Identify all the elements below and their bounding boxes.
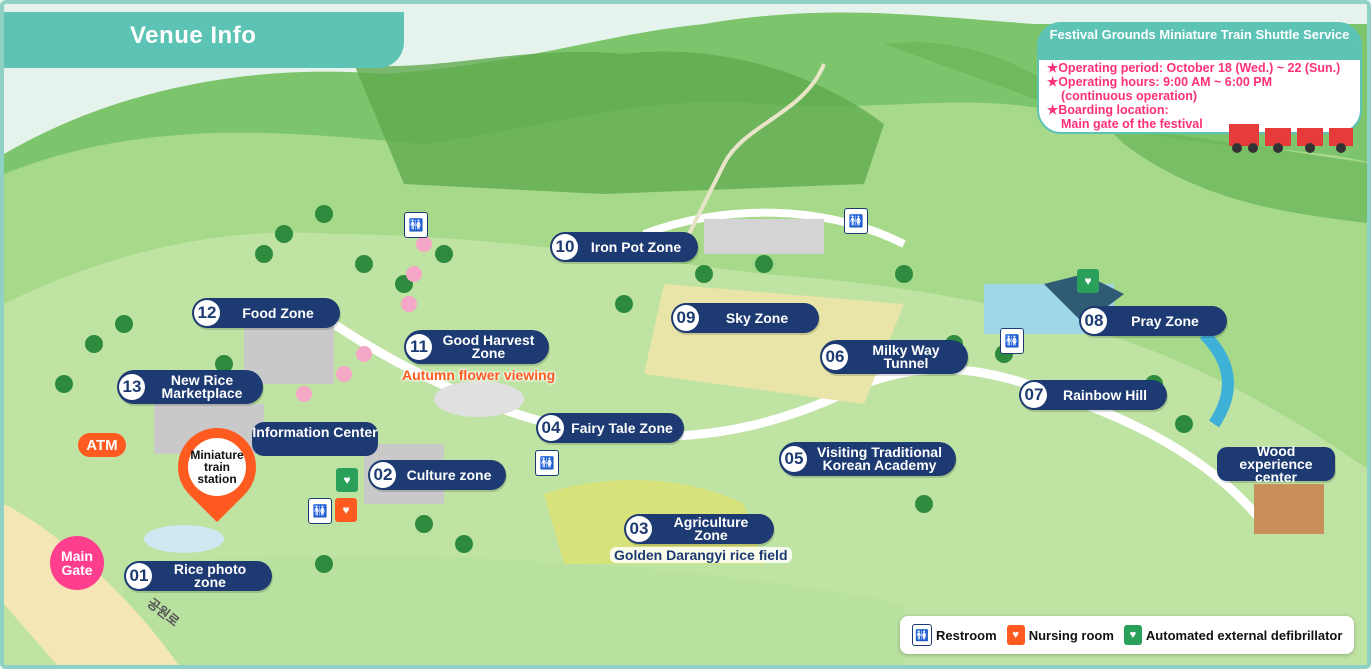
shuttle-hours-note: (continuous operation) <box>1061 89 1198 103</box>
legend-nursing-room: ♥Nursing room <box>1006 625 1114 645</box>
zone-label: Food Zone <box>242 304 314 321</box>
zone-number: 01 <box>126 563 152 589</box>
nursing-room-icon: ♥ <box>335 498 357 522</box>
legend-label: Nursing room <box>1028 627 1114 643</box>
zone-label: Good Harvest Zone <box>442 332 535 361</box>
zone-label: Pray Zone <box>1131 312 1199 329</box>
shuttle-hours: ★Operating hours: 9:00 AM ~ 6:00 PM <box>1047 75 1273 89</box>
zone-number: 05 <box>781 446 807 472</box>
zone-04-fairy-tale[interactable]: 04 Fairy Tale Zone <box>536 413 684 443</box>
train-illustration <box>1229 124 1353 153</box>
zone-label: Milky Way Tunnel <box>872 342 940 371</box>
zone-label: Agriculture Zone <box>673 514 749 543</box>
zone-number: 09 <box>673 305 699 331</box>
defibrillator-icon: ♥ <box>336 468 358 492</box>
information-center-label[interactable]: Information Center <box>252 422 378 456</box>
zone-05-korean-academy[interactable]: 05 Visiting Traditional Korean Academy <box>779 442 956 476</box>
zone-number: 11 <box>406 334 432 360</box>
restroom-icon: 🚻 <box>535 450 559 476</box>
autumn-flower-label: Autumn flower viewing <box>402 367 556 383</box>
zone-label: Sky Zone <box>725 309 789 326</box>
defibrillator-icon: ♥ <box>1123 625 1142 645</box>
zone-06-milky-way[interactable]: 06 Milky Way Tunnel <box>820 340 968 374</box>
zone-number: 02 <box>370 462 396 488</box>
zone-01-rice-photo[interactable]: 01 Rice photo zone <box>124 561 272 591</box>
rice-field-label: Golden Darangyi rice field <box>610 547 792 563</box>
restroom-icon: 🚻 <box>1000 328 1024 354</box>
zone-08-pray[interactable]: 08 Pray Zone <box>1079 306 1227 336</box>
atm-label[interactable]: ATM <box>78 433 126 457</box>
train-station-label: Miniature train station <box>188 438 246 496</box>
restroom-icon: 🚻 <box>308 498 332 524</box>
defibrillator-icon: ♥ <box>1077 269 1099 293</box>
legend-label: Automated external defibrillator <box>1145 627 1343 643</box>
zone-number: 07 <box>1021 382 1047 408</box>
title-tab: Venue Info <box>4 12 404 68</box>
restroom-icon: 🚻 <box>404 212 428 238</box>
zone-label: Culture zone <box>406 466 492 483</box>
zone-number: 03 <box>626 516 652 542</box>
legend-restroom: 🚻Restroom <box>912 624 997 646</box>
wood-experience-center[interactable]: Wood experience center <box>1217 442 1335 485</box>
zone-label: New Rice Marketplace <box>161 372 243 401</box>
shuttle-period: ★Operating period: October 18 (Wed.) ~ 2… <box>1047 61 1341 75</box>
shuttle-info-box: Festival Grounds Miniature Train Shuttle… <box>1037 22 1362 153</box>
zone-03-agriculture[interactable]: 03 Agriculture Zone <box>624 514 774 544</box>
map-legend: 🚻Restroom ♥Nursing room ♥Automated exter… <box>900 616 1354 654</box>
zone-label: Fairy Tale Zone <box>571 419 673 436</box>
legend-label: Restroom <box>936 627 997 643</box>
shuttle-location-value: Main gate of the festival <box>1061 117 1203 131</box>
zone-13-new-rice-market[interactable]: 13 New Rice Marketplace <box>117 370 263 404</box>
shuttle-location: ★Boarding location: <box>1047 103 1169 117</box>
zone-number: 12 <box>194 300 220 326</box>
zone-11-good-harvest[interactable]: 11 Good Harvest Zone <box>404 330 549 364</box>
zone-07-rainbow-hill[interactable]: 07 Rainbow Hill <box>1019 380 1167 410</box>
zone-09-sky[interactable]: 09 Sky Zone <box>671 303 819 333</box>
shuttle-title: Festival Grounds Miniature Train Shuttle… <box>1039 24 1360 60</box>
zone-label: Rainbow Hill <box>1063 386 1147 403</box>
zone-12-food[interactable]: 12 Food Zone <box>192 298 340 328</box>
zone-number: 06 <box>822 344 848 370</box>
zone-label: Iron Pot Zone <box>590 238 682 255</box>
nursing-room-icon: ♥ <box>1006 625 1025 645</box>
page-title: Venue Info <box>130 22 257 49</box>
zone-02-culture[interactable]: 02 Culture zone <box>368 460 506 490</box>
zone-label: Visiting Traditional Korean Academy <box>817 444 942 473</box>
zone-label: Rice photo zone <box>173 561 247 590</box>
legend-defibrillator: ♥Automated external defibrillator <box>1123 625 1343 645</box>
main-gate-label[interactable]: Main Gate <box>50 536 104 590</box>
restroom-icon: 🚻 <box>912 624 932 646</box>
zone-number: 10 <box>552 234 578 260</box>
zone-number: 08 <box>1081 308 1107 334</box>
zone-number: 04 <box>538 415 564 441</box>
zone-number: 13 <box>119 374 145 400</box>
restroom-icon: 🚻 <box>844 208 868 234</box>
zone-10-iron-pot[interactable]: 10 Iron Pot Zone <box>550 232 698 262</box>
wood-center-label: Wood experience center <box>1239 442 1313 485</box>
